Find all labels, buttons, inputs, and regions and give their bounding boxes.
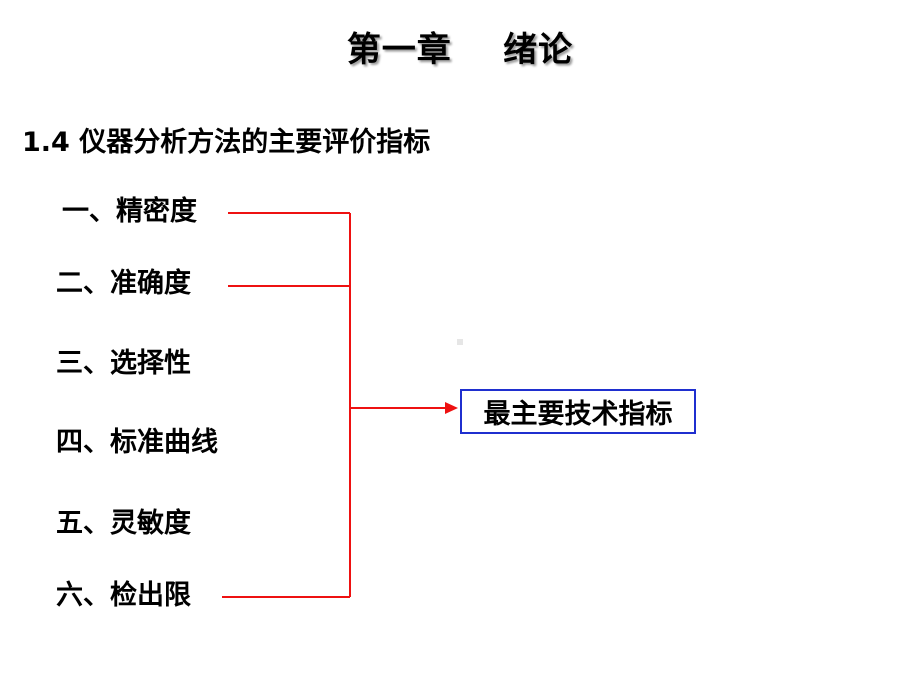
indicator-calibration-curve: 四、标准曲线 xyxy=(56,427,218,458)
section-heading: 1.4 仪器分析方法的主要评价指标 xyxy=(22,127,431,158)
indicator-precision: 一、精密度 xyxy=(62,196,197,227)
indicator-selectivity: 三、选择性 xyxy=(56,348,191,379)
indicator-detection-limit: 六、检出限 xyxy=(56,580,191,611)
connector-arrowhead xyxy=(445,402,458,414)
indicator-sensitivity: 五、灵敏度 xyxy=(56,508,191,539)
decorative-dot xyxy=(457,339,463,345)
indicator-accuracy: 二、准确度 xyxy=(56,268,191,299)
main-indicator-box: 最主要技术指标 xyxy=(460,389,696,434)
slide-title: 第一章 绪论 xyxy=(346,30,574,70)
